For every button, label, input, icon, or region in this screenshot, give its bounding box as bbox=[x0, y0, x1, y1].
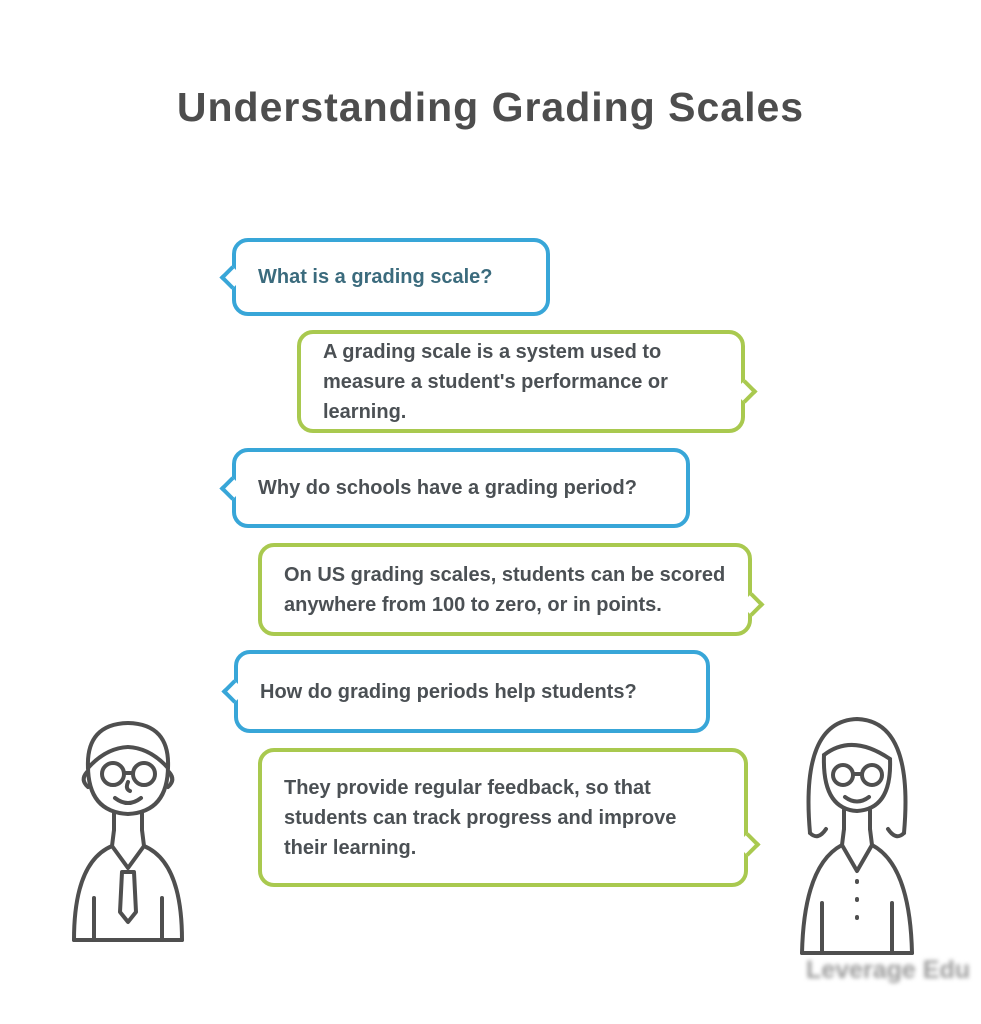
bubble-text-line: measure a student's performance or learn… bbox=[323, 370, 668, 423]
bubble-text-line: How do grading periods help students? bbox=[260, 680, 637, 703]
speech-bubble-question-2: Why do schools have a grading period? bbox=[219, 448, 690, 528]
bubble-text-line: anywhere from 100 to zero, or in points. bbox=[284, 593, 662, 616]
bubble-text-line: What is a grading scale? bbox=[258, 266, 493, 288]
bubble-text-line: students can track progress and improve bbox=[284, 806, 677, 829]
speech-bubble-answer-2: On US grading scales, students can be sc… bbox=[258, 543, 765, 636]
bubble-text-line: On US grading scales, students can be sc… bbox=[284, 563, 726, 586]
speech-bubble-question-3: How do grading periods help students? bbox=[221, 650, 710, 733]
speech-bubble-question-1: What is a grading scale? bbox=[219, 238, 550, 316]
speech-bubble-answer-1: A grading scale is a system used to meas… bbox=[297, 330, 758, 433]
bubble-tail-left-icon bbox=[219, 475, 244, 501]
bubble-text-line: Why do schools have a grading period? bbox=[258, 477, 637, 499]
page-title: Understanding Grading Scales bbox=[176, 84, 805, 130]
man-line-art-icon bbox=[72, 721, 184, 942]
bubble-tail-right-icon bbox=[733, 379, 758, 404]
speech-bubble-answer-3: They provide regular feedback, so that s… bbox=[258, 748, 761, 887]
woman-line-art-icon bbox=[800, 717, 914, 955]
man-avatar bbox=[58, 710, 198, 947]
bubble-tail-right-icon bbox=[740, 592, 765, 617]
bubble-tail-right-icon bbox=[736, 832, 761, 857]
bubble-text-line: A grading scale is a system used to bbox=[323, 340, 662, 363]
woman-avatar bbox=[782, 703, 932, 960]
bubble-text-line: their learning. bbox=[284, 836, 417, 859]
bubble-tail-left-icon bbox=[219, 264, 244, 290]
bubble-tail-left-icon bbox=[221, 679, 246, 704]
watermark: Leverage Edu bbox=[806, 956, 970, 984]
bubble-text-line: They provide regular feedback, so that bbox=[284, 776, 651, 799]
